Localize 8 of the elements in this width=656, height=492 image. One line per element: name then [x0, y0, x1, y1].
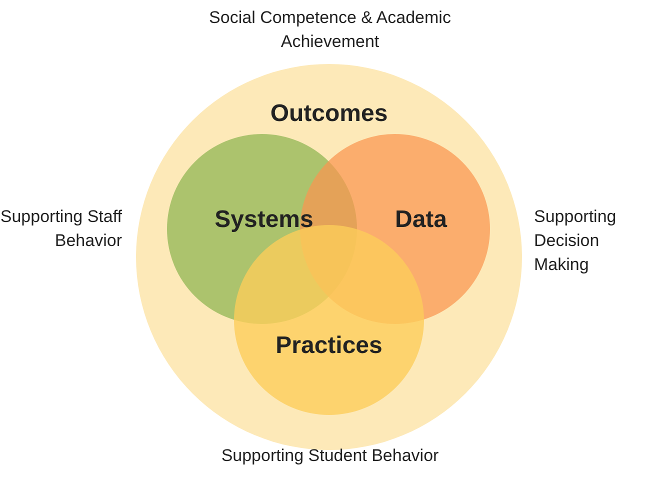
circle-label: Data: [394, 206, 448, 234]
outer-label: Supporting Staff Behavior: [0, 206, 122, 252]
outer-label: Social Competence & Academic Achievement: [208, 7, 452, 53]
outer-label: Supporting Decision Making: [534, 206, 618, 276]
circle-label: Outcomes: [270, 100, 388, 128]
outer-label: Supporting Student Behavior: [220, 445, 440, 467]
circle-label: Systems: [214, 206, 314, 234]
circle-label: Practices: [276, 332, 382, 360]
